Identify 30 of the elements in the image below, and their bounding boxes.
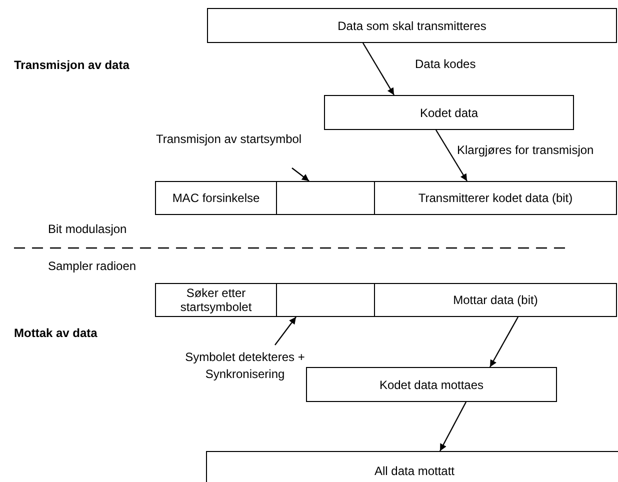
arrow [362,42,395,96]
process-box [374,283,617,317]
section-heading: Transmisjon av data [14,58,130,72]
box-label: Kodet data mottaes [378,378,485,392]
arrow [274,316,296,346]
box-label: Transmitterer kodet data (bit) [417,191,574,205]
box-label: All data mottatt [373,464,456,478]
process-box [155,283,277,317]
step-label: Sampler radioen [48,259,136,273]
box-label: Kodet data [418,106,480,120]
edge-label: Symbolet detekteres + Synkronisering [185,349,305,383]
box-label: Data som skal transmitteres [336,18,488,32]
process-box [155,181,277,215]
section-heading: Mottak av data [14,326,98,340]
box-label: Mottar data (bit) [452,293,539,307]
process-box [324,95,574,130]
edge-label: Data kodes [415,57,476,71]
arrow [292,168,310,182]
box-label: Søker etter startsymbolet [179,286,253,314]
process-box [206,451,618,482]
process-box [306,367,557,402]
process-box [207,8,617,43]
edge-label: Transmisjon av startsymbol [156,132,302,146]
box-label: MAC forsinkelse [171,191,261,205]
arrow [439,402,467,452]
arrow [435,130,468,182]
edge-label: Klargjøres for transmisjon [457,143,594,157]
step-label: Bit modulasjon [48,222,127,236]
arrow [489,316,519,368]
process-box [374,181,617,215]
